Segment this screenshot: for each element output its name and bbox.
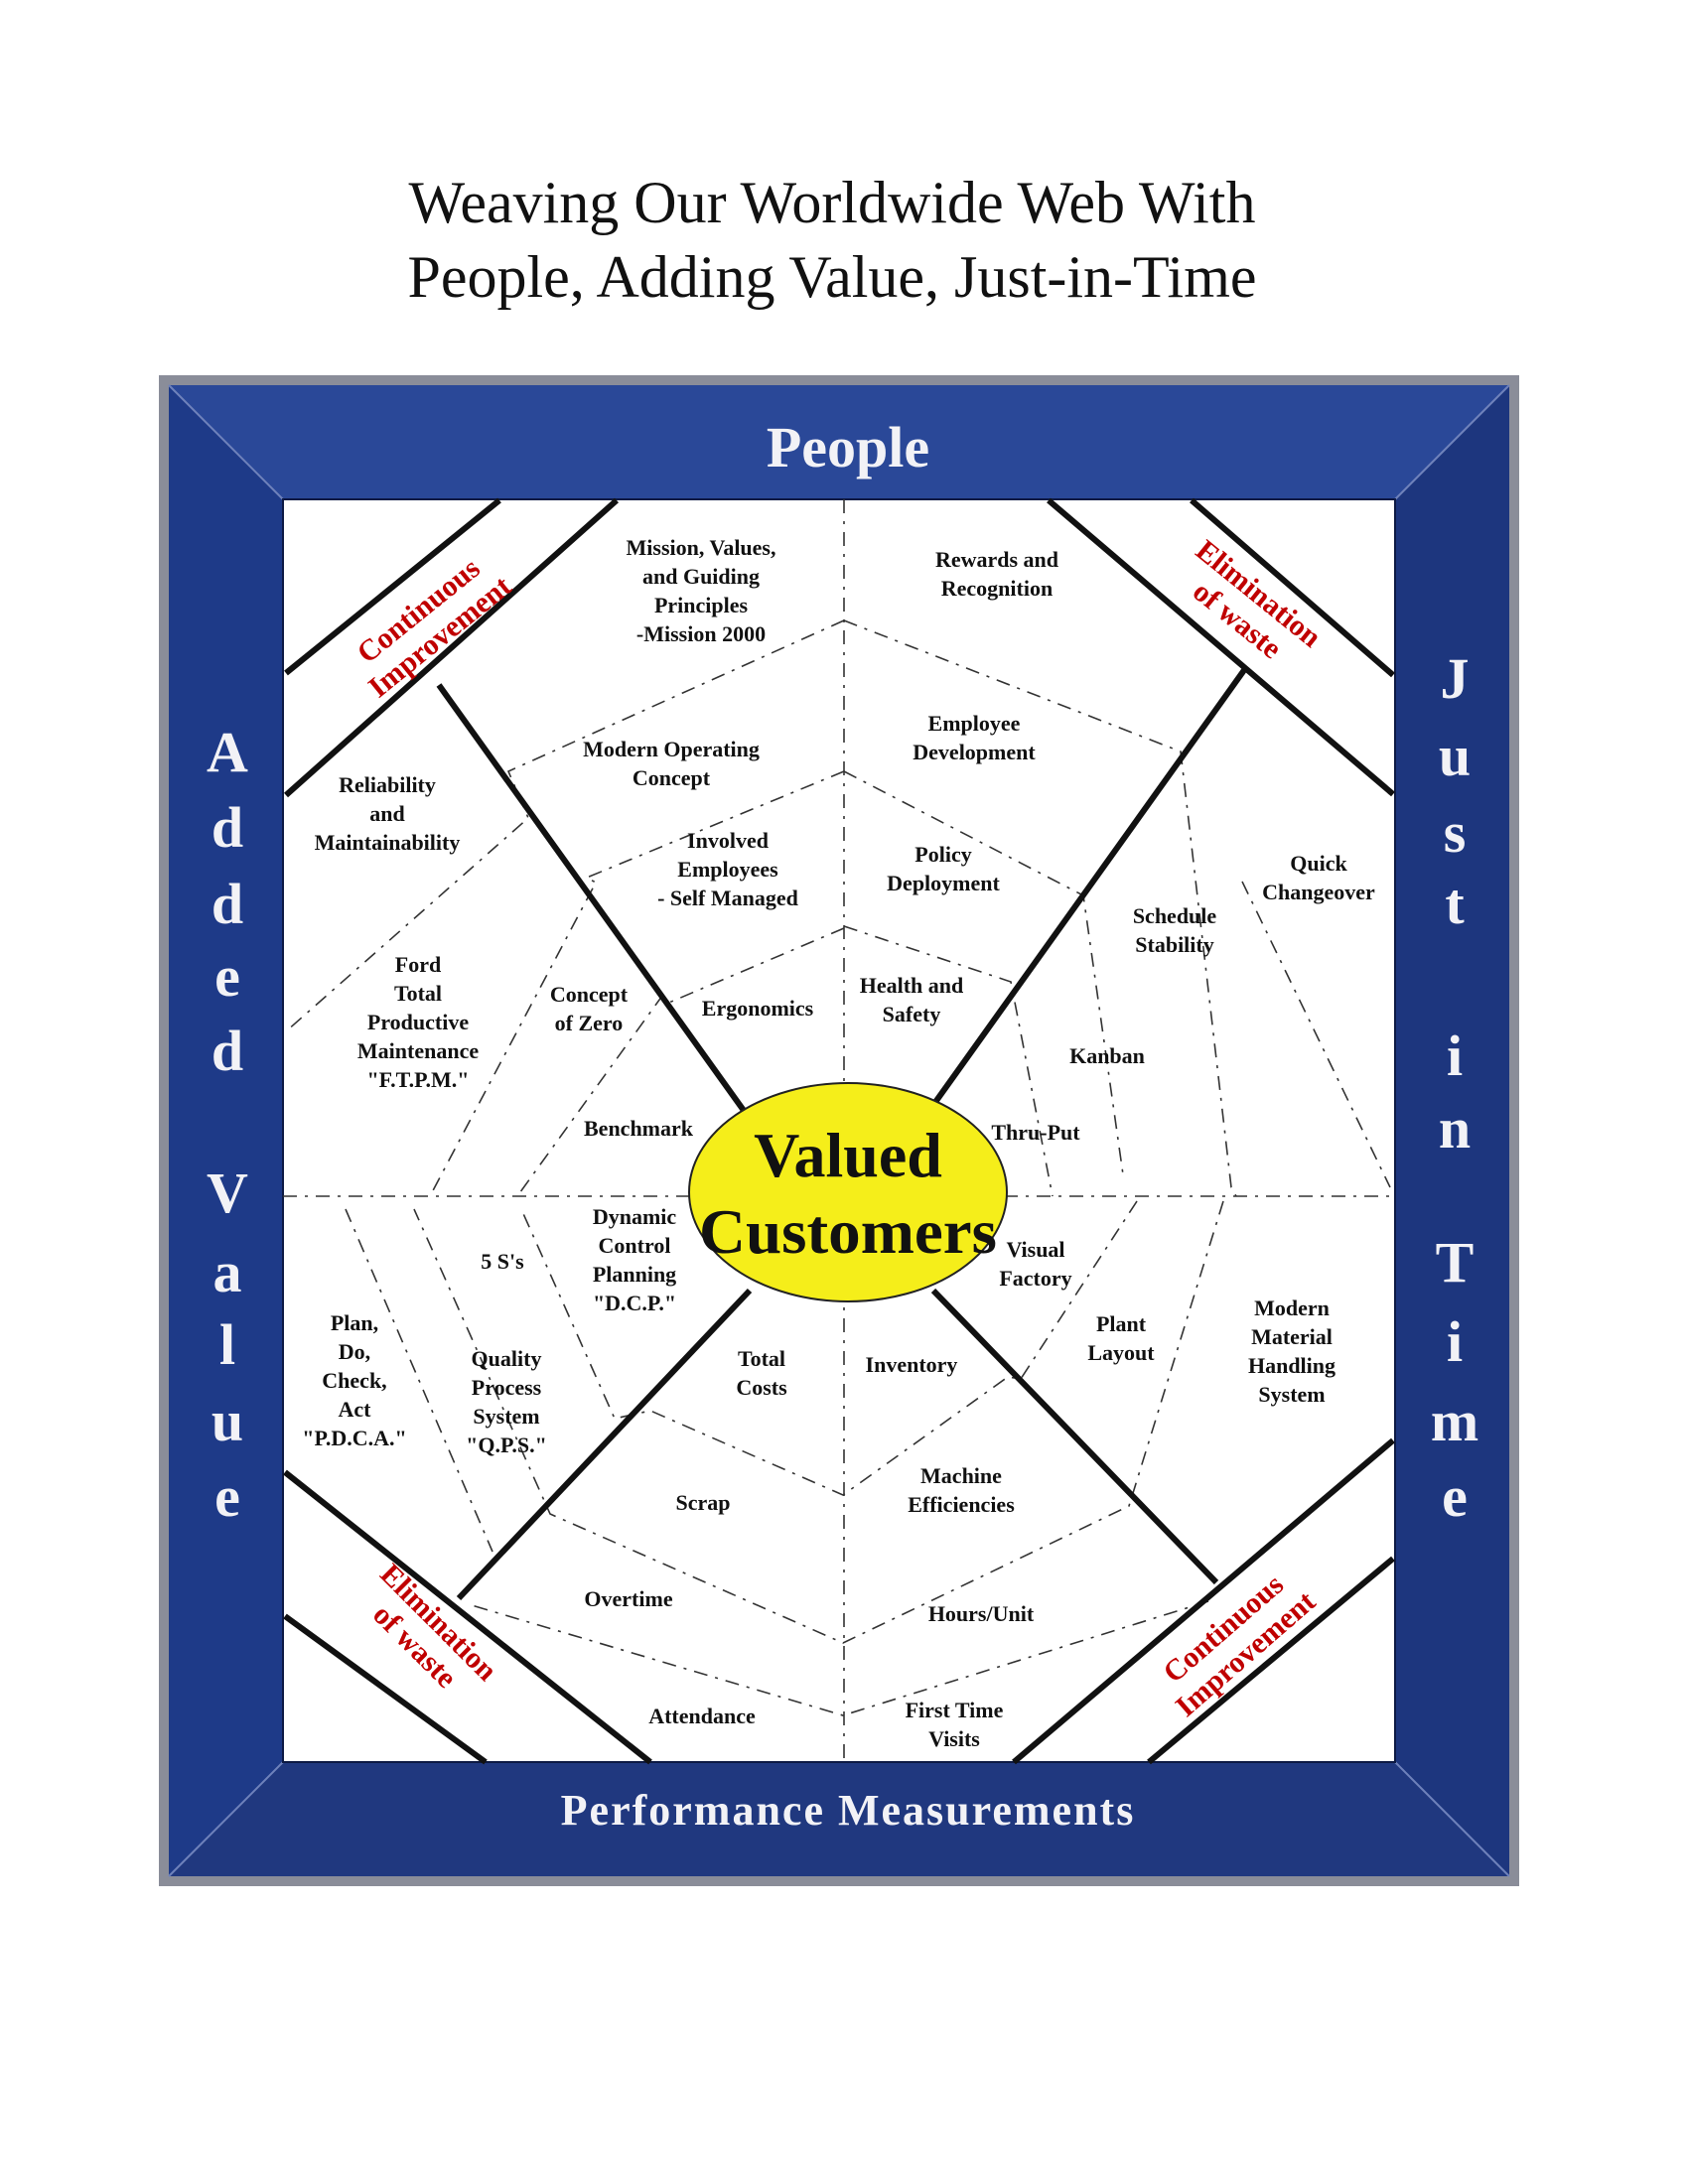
web-label: Thru-Put — [991, 1120, 1080, 1145]
web-label: Inventory — [866, 1352, 958, 1377]
frame-letter: J — [1441, 646, 1470, 711]
title-line-1: Weaving Our Worldwide Web With — [409, 170, 1256, 235]
frame-letter: V — [207, 1160, 248, 1225]
frame-letter: T — [1436, 1230, 1475, 1295]
center-label-line-2: Customers — [699, 1196, 997, 1267]
web-label: Attendance — [648, 1704, 756, 1728]
frame-letter: s — [1444, 800, 1467, 865]
frame-letter: d — [211, 1019, 243, 1083]
web-label: Ergonomics — [702, 996, 814, 1021]
web-lines — [283, 499, 1395, 1762]
web-label: Overtime — [584, 1586, 672, 1611]
web-label: Hours/Unit — [928, 1601, 1035, 1626]
frame-letter: m — [1431, 1389, 1478, 1453]
frame-letter: e — [214, 1464, 240, 1529]
structure-lines — [283, 497, 1395, 1765]
frame-top — [169, 385, 1509, 499]
frame-letter: i — [1447, 1309, 1463, 1374]
frame-letter: e — [1442, 1464, 1468, 1529]
frame-letter: i — [1447, 1024, 1463, 1088]
web-label: 5 S's — [481, 1249, 524, 1274]
frame-letter: e — [214, 944, 240, 1009]
frame-label-performance-measurements: Performance Measurements — [561, 1786, 1136, 1835]
frame-letter: d — [211, 795, 243, 860]
valued-customers-ellipse — [688, 1082, 1008, 1302]
frame — [159, 375, 1519, 1886]
web-label: Benchmark — [584, 1116, 694, 1141]
web-label: Kanban — [1069, 1043, 1145, 1068]
center-label-line-1: Valued — [754, 1120, 942, 1190]
title-line-2: People, Adding Value, Just-in-Time — [407, 244, 1256, 310]
frame-right — [1395, 385, 1509, 1876]
frame-label-people: People — [767, 415, 929, 479]
frame-bottom — [169, 1762, 1509, 1876]
frame-letter: l — [219, 1312, 235, 1377]
frame-letter: A — [207, 720, 248, 784]
frame-letter: d — [211, 872, 243, 936]
web-label: Plan,Do,Check,Act"P.D.C.A." — [302, 1310, 407, 1450]
frame-letter: t — [1445, 872, 1465, 936]
frame-letter: n — [1439, 1096, 1471, 1160]
frame-letter: a — [213, 1240, 242, 1304]
frame-letter: u — [1439, 724, 1471, 788]
frame-left — [169, 385, 283, 1876]
frame-letter: u — [211, 1389, 243, 1453]
web-label: Scrap — [676, 1490, 731, 1515]
